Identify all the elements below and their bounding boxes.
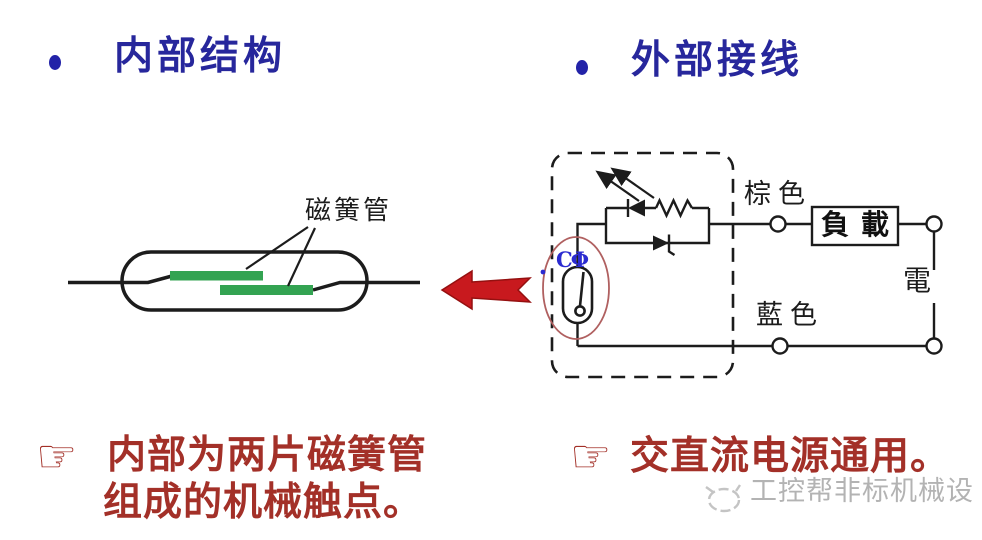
bullet-icon <box>49 55 61 70</box>
brown-wire-label: 棕色 <box>744 179 812 209</box>
reed-switch-internal-diagram <box>68 226 420 312</box>
led-icon <box>595 167 655 217</box>
note-left-line1: 内部为两片磁簧管 <box>107 434 428 477</box>
diode-icon <box>653 234 676 257</box>
note-left-line2: 组成的机械触点。 <box>103 481 424 524</box>
reed-annotation: CΦ <box>556 247 589 272</box>
external-wiring-circuit <box>540 151 943 379</box>
terminal-circle <box>769 215 787 233</box>
reed-switch-label: 磁簧管 <box>305 196 393 225</box>
load-label: 負載 <box>820 210 901 241</box>
red-arrow-icon <box>440 269 532 311</box>
label-pointer-lines <box>245 226 316 287</box>
circuit-wires <box>576 222 936 348</box>
pointing-hand-icon: ☞ <box>36 429 78 483</box>
blue-wire-label: 藍色 <box>756 300 824 330</box>
terminal-circle <box>771 337 789 355</box>
lead-wires <box>68 274 420 292</box>
reed-contact-blades <box>170 271 313 295</box>
blue-mark <box>540 269 546 275</box>
terminal-circle <box>925 215 943 233</box>
highlight-ellipse <box>542 236 610 340</box>
resistor-icon <box>654 197 694 219</box>
reed-switch-symbol <box>561 265 594 325</box>
terminal-circle <box>925 337 943 355</box>
load-box <box>810 205 900 247</box>
bullet-icon <box>576 60 588 75</box>
sensor-dashed-box <box>550 151 735 379</box>
pointing-hand-icon: ☞ <box>570 429 612 483</box>
component-box <box>604 206 711 245</box>
note-right: 交直流电源通用。 <box>630 435 951 478</box>
watermark-logo-icon <box>705 484 741 513</box>
title-external-wiring: 外部接线 <box>631 39 804 82</box>
title-internal-structure: 内部结构 <box>114 35 287 78</box>
watermark-text: 工控帮非标机械设 <box>750 476 974 506</box>
power-label: 電 <box>903 266 932 297</box>
left-arrow-shape <box>440 269 532 311</box>
terminal-circles <box>769 215 943 355</box>
